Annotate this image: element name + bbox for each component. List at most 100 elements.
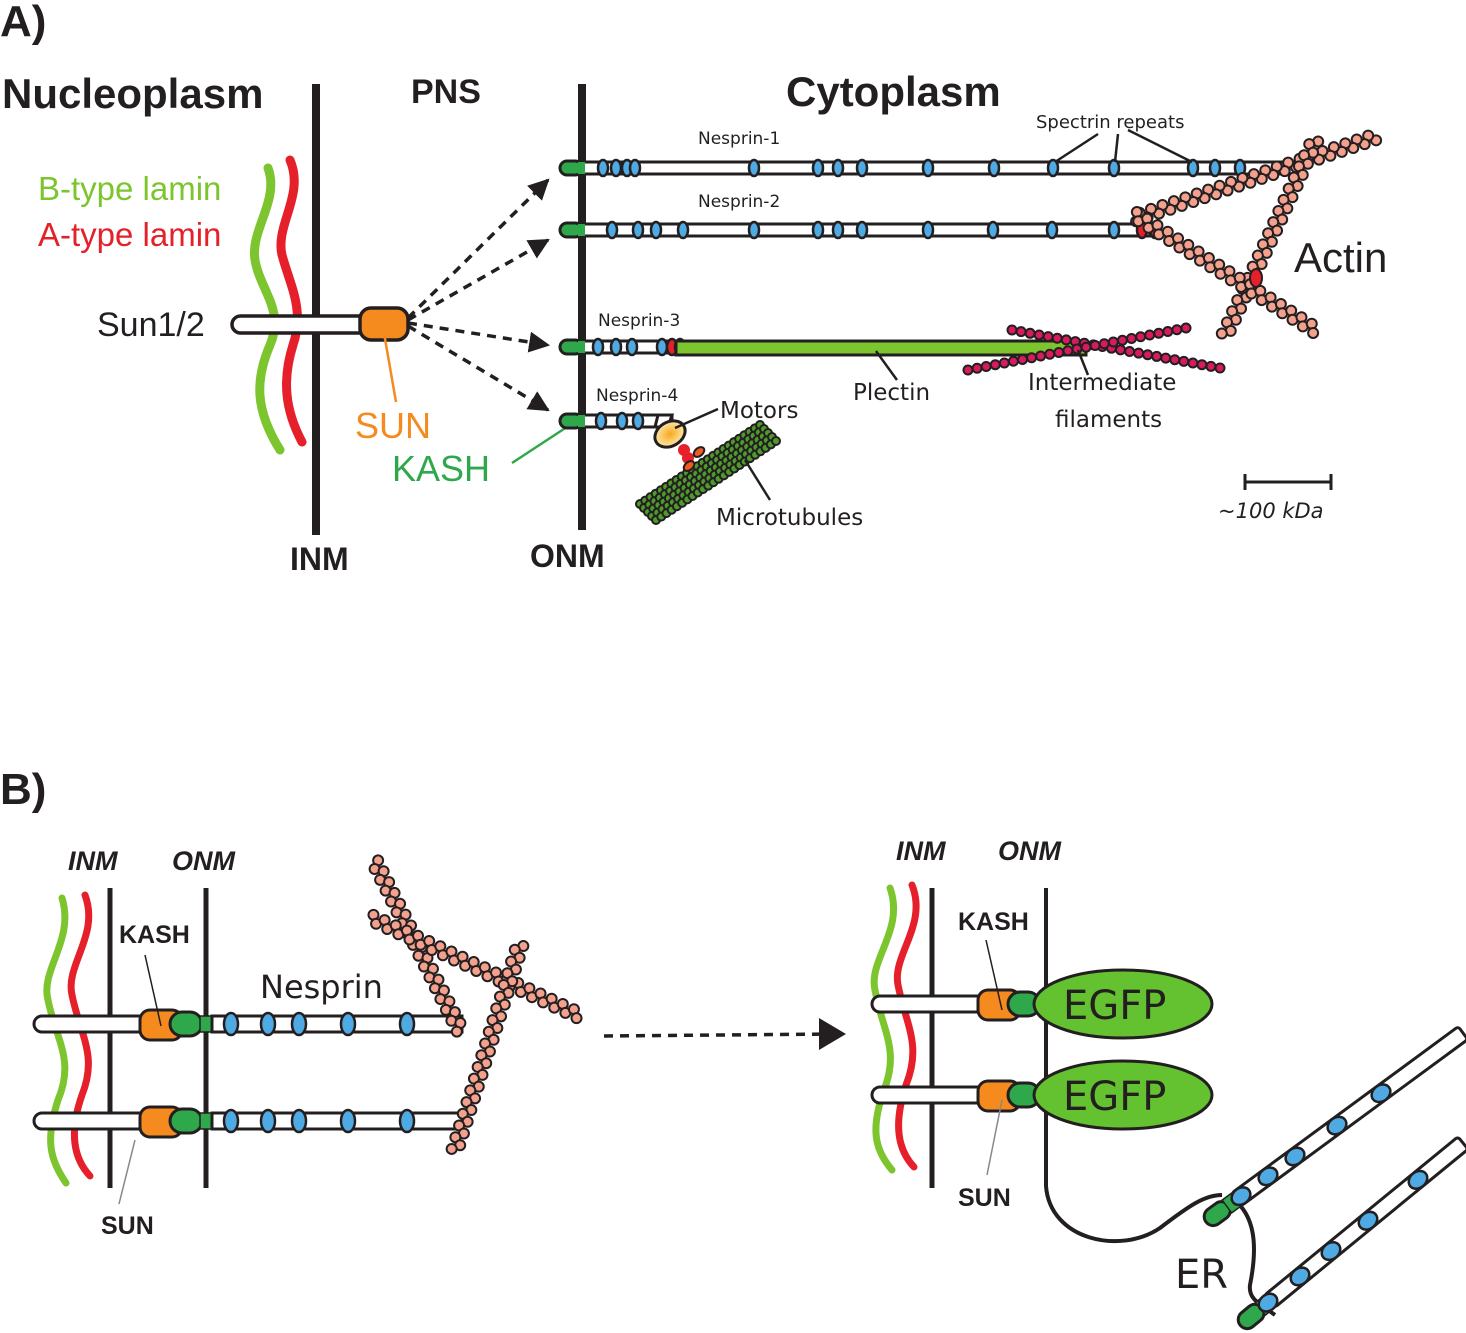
actin-filament-3 <box>1130 206 1320 339</box>
nesprin-1-label: Nesprin-1 <box>698 129 780 149</box>
filament-bead <box>1135 331 1147 343</box>
kash-transmembrane <box>578 415 585 427</box>
transition-arrow <box>603 1032 836 1038</box>
region-cytoplasm-label: Cytoplasm <box>786 68 1001 115</box>
kash-domain <box>168 1107 204 1135</box>
filament-bead <box>1060 334 1072 346</box>
region-nucleoplasm-label: Nucleoplasm <box>2 70 263 117</box>
filament-bead <box>1033 329 1045 341</box>
filament-bead <box>1205 360 1217 372</box>
b-right-inm-label: INM <box>896 836 946 866</box>
egfp-1 <box>1032 968 1214 1040</box>
if-label-line1: Intermediate <box>1028 370 1176 396</box>
filament-bead <box>1007 355 1019 367</box>
microtubules-label: Microtubules <box>716 505 863 531</box>
b-left-nesprin-label: Nesprin <box>260 968 383 1006</box>
actin-label: Actin <box>1294 234 1387 281</box>
egfp-2-label: EGFP <box>1063 1074 1166 1120</box>
spectrin-repeat <box>986 220 1000 240</box>
sun-callout-line <box>382 332 398 403</box>
spectrin-repeat <box>615 411 629 431</box>
spectrin-repeat <box>625 337 639 357</box>
scale-bar-label: ~100 kDa <box>1218 499 1324 523</box>
b-right-onm-er-continuum <box>1044 888 1223 1243</box>
microtubules-callout-line <box>743 459 772 501</box>
spectrin-repeat <box>605 220 619 240</box>
spectrin-repeat <box>222 1011 240 1037</box>
sun-rod <box>32 1014 156 1034</box>
filament-bead <box>1015 326 1027 338</box>
spectrin-repeat <box>747 158 761 178</box>
spectrin-repeat <box>921 158 935 178</box>
b-right-sun-label: SUN <box>958 1184 1011 1212</box>
filament-bead <box>1180 322 1192 334</box>
spectrin-repeats-label: Spectrin repeats <box>1036 112 1184 133</box>
b-left-onm-label: ONM <box>172 846 236 876</box>
b-left-sun-callout <box>118 1139 136 1205</box>
spectrin-repeat <box>594 411 608 431</box>
er-nesprin-1 <box>1202 1026 1466 1228</box>
spectrin-repeat <box>1257 1292 1279 1313</box>
filament-bead <box>1035 350 1047 362</box>
kash-transmembrane <box>578 341 585 353</box>
spectrin-repeat <box>1320 1240 1342 1262</box>
filament-bead <box>1153 327 1165 339</box>
spectrin-repeat <box>1326 1115 1348 1136</box>
spectrin-repeat <box>649 220 663 240</box>
egfp-1-label: EGFP <box>1063 983 1166 1029</box>
kash-transmembrane <box>199 1112 213 1130</box>
b-type-lamin-label: B-type lamin <box>38 170 221 207</box>
sun-rod <box>870 1085 994 1105</box>
filament-bead <box>1142 349 1154 361</box>
filament-bead <box>1053 347 1065 358</box>
spectrin-repeat <box>831 220 845 240</box>
spectrin-repeat <box>1407 1169 1429 1190</box>
filament-bead <box>1126 333 1137 344</box>
plectin-callout-line <box>874 350 899 381</box>
filament-bead <box>1042 331 1054 343</box>
filament-bead <box>1098 338 1110 350</box>
arrow-to-nesprin-2 <box>407 238 550 322</box>
spectrin-repeat <box>1289 1266 1311 1287</box>
panel-b-label: B) <box>0 765 46 814</box>
if-callout-line <box>1076 349 1090 376</box>
b-type-lamin-fiber <box>249 163 285 455</box>
spectrin-repeat <box>591 337 605 357</box>
filament-bead <box>1026 352 1038 364</box>
spectrin-repeat <box>609 158 623 178</box>
filament-bead <box>1116 334 1128 346</box>
filament-bead <box>1024 327 1036 339</box>
spectrin-repeat <box>987 158 1001 178</box>
spectrin-repeat <box>609 337 623 357</box>
motor-foot-2 <box>682 460 696 472</box>
filament-bead <box>1307 326 1320 339</box>
b-left-inm-label: INM <box>68 846 118 876</box>
filament-bead <box>989 359 1001 371</box>
nesprin-rod <box>210 1111 464 1131</box>
b-left-sun-label: SUN <box>101 1212 154 1240</box>
nesprin-2-protein <box>558 220 1162 240</box>
region-pns-label: PNS <box>411 73 481 111</box>
filament-bead <box>971 362 983 374</box>
kash-label: KASH <box>392 448 490 489</box>
a-type-lamin-label: A-type lamin <box>38 216 221 253</box>
spectrin-repeat <box>1107 220 1121 240</box>
spectrin-repeat <box>631 220 645 240</box>
filament-bead <box>1187 357 1199 369</box>
nesprin-3-protein <box>558 337 687 357</box>
kash-transmembrane <box>578 224 585 236</box>
b-left-a-lamin <box>67 891 94 1180</box>
b-left-kash-label: KASH <box>119 921 190 949</box>
kash-callout-line <box>511 421 574 465</box>
nesprin-4-label: Nesprin-4 <box>596 386 678 406</box>
sun-rod <box>32 1111 156 1131</box>
onm-label: ONM <box>530 538 605 574</box>
filament-bead <box>1144 329 1156 341</box>
a-type-lamin-fiber <box>276 155 307 447</box>
b-right-kash-label: KASH <box>958 908 1029 936</box>
intermediate-filament-2 <box>962 322 1192 376</box>
spectrin-repeat <box>1208 158 1222 178</box>
spectrin-repeat <box>259 1108 277 1134</box>
filament-bead <box>1062 345 1074 357</box>
